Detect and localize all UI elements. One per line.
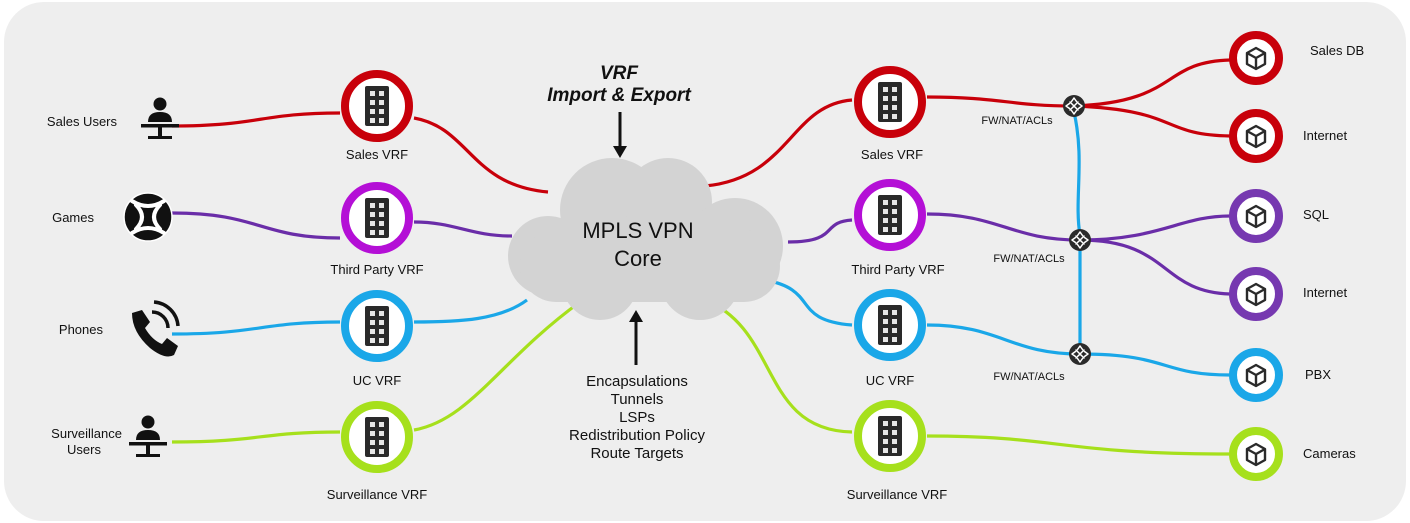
service-sql: SQL bbox=[1229, 189, 1329, 243]
link-core-right-sales-vrf bbox=[704, 98, 853, 188]
service-internet-2: Internet bbox=[1229, 267, 1347, 321]
right-vrf-surveillance: Surveillance VRF bbox=[847, 400, 947, 502]
firewall-sales: FW/NAT/ACLs bbox=[981, 94, 1086, 127]
right-vrf-third-party-label: Third Party VRF bbox=[851, 262, 944, 277]
left-vrf-sales-label: Sales VRF bbox=[346, 147, 408, 162]
feature-route-targets: Route Targets bbox=[590, 445, 683, 462]
building-icon bbox=[365, 306, 389, 346]
up-arrow bbox=[629, 310, 643, 365]
endpoint-games-label: Games bbox=[52, 210, 94, 225]
feature-encapsulations: Encapsulations bbox=[586, 373, 688, 390]
service-internet-1-label: Internet bbox=[1303, 128, 1347, 143]
left-vrf-surveillance: Surveillance VRF bbox=[327, 401, 427, 502]
phone-call-icon bbox=[132, 300, 180, 357]
xbox-icon bbox=[123, 192, 173, 242]
import-export-subtitle: Import & Export bbox=[547, 85, 691, 106]
service-internet-2-label: Internet bbox=[1303, 285, 1347, 300]
building-icon bbox=[878, 82, 902, 122]
right-vrf-uc: UC VRF bbox=[854, 289, 926, 388]
link-sales-users bbox=[171, 111, 341, 128]
link-left-thirdparty-vrf-core bbox=[413, 220, 513, 238]
link-games bbox=[171, 211, 341, 240]
right-vrf-sales: Sales VRF bbox=[854, 66, 926, 162]
building-icon bbox=[365, 86, 389, 126]
firewall-third-party: FW/NAT/ACLs bbox=[993, 228, 1092, 265]
endpoint-surveillance-users-label-2: Users bbox=[67, 442, 101, 457]
service-sales-db: Sales DB bbox=[1229, 31, 1364, 85]
link-fw-internet-2 bbox=[1079, 238, 1231, 296]
link-core-right-uc-vrf bbox=[764, 278, 853, 327]
service-cameras: Cameras bbox=[1229, 427, 1356, 481]
link-left-surv-vrf-core bbox=[413, 300, 581, 432]
endpoint-phones: Phones bbox=[59, 300, 180, 357]
link-phones bbox=[171, 320, 341, 336]
left-vrf-sales: Sales VRF bbox=[341, 70, 413, 162]
service-pbx-label: PBX bbox=[1305, 367, 1331, 382]
import-export-title: VRF bbox=[600, 63, 639, 84]
link-surveillance-users bbox=[171, 430, 341, 444]
feature-lsps: LSPs bbox=[619, 409, 655, 426]
left-vrf-surveillance-label: Surveillance VRF bbox=[327, 487, 427, 502]
firewall-sales-label: FW/NAT/ACLs bbox=[981, 115, 1053, 127]
right-vrf-uc-label: UC VRF bbox=[866, 373, 914, 388]
endpoint-surveillance-users: Surveillance Users bbox=[51, 415, 167, 457]
firewall-uc: FW/NAT/ACLs bbox=[993, 342, 1092, 383]
firewall-icon bbox=[1068, 228, 1092, 252]
right-vrf-sales-label: Sales VRF bbox=[861, 147, 923, 162]
link-core-right-surv-vrf bbox=[704, 298, 853, 434]
left-vrf-third-party: Third Party VRF bbox=[330, 182, 424, 277]
firewall-icon bbox=[1062, 94, 1086, 118]
link-fw-pbx bbox=[1079, 352, 1231, 377]
link-left-uc-vrf-core bbox=[413, 298, 528, 324]
right-vrf-surveillance-label: Surveillance VRF bbox=[847, 487, 947, 502]
right-vrf-third-party: Third Party VRF bbox=[851, 179, 945, 277]
left-vrf-uc: UC VRF bbox=[341, 290, 413, 388]
link-uc-vrf-fw bbox=[926, 323, 1081, 356]
service-internet-1: Internet bbox=[1229, 109, 1347, 163]
link-sales-vrf-fw bbox=[926, 95, 1075, 108]
building-icon bbox=[878, 416, 902, 456]
link-core-right-thirdparty-vrf bbox=[787, 218, 853, 244]
building-icon bbox=[365, 417, 389, 457]
link-thirdparty-vrf-fw bbox=[926, 212, 1081, 242]
service-sql-label: SQL bbox=[1303, 207, 1329, 222]
endpoint-sales-users: Sales Users bbox=[47, 97, 179, 139]
service-pbx: PBX bbox=[1229, 348, 1331, 402]
endpoint-games: Games bbox=[52, 192, 173, 242]
firewall-third-party-label: FW/NAT/ACLs bbox=[993, 253, 1065, 265]
service-sales-db-label: Sales DB bbox=[1310, 43, 1364, 58]
building-icon bbox=[878, 305, 902, 345]
core-features-list: Encapsulations Tunnels LSPs Redistributi… bbox=[569, 373, 705, 462]
cloud-title-line1: MPLS VPN bbox=[582, 218, 693, 243]
feature-redistribution-policy: Redistribution Policy bbox=[569, 427, 705, 444]
building-icon bbox=[365, 198, 389, 238]
link-fw-sales-db bbox=[1073, 58, 1231, 108]
firewall-icon bbox=[1068, 342, 1092, 366]
endpoint-sales-users-label: Sales Users bbox=[47, 114, 118, 129]
left-vrf-uc-label: UC VRF bbox=[353, 373, 401, 388]
mpls-cloud: MPLS VPN Core bbox=[508, 158, 783, 320]
link-surv-vrf-cameras bbox=[926, 434, 1231, 456]
endpoint-surveillance-users-label-1: Surveillance bbox=[51, 426, 122, 441]
feature-tunnels: Tunnels bbox=[611, 391, 664, 408]
down-arrow bbox=[613, 112, 627, 158]
building-icon bbox=[878, 195, 902, 235]
link-fw-internet-1 bbox=[1073, 104, 1231, 138]
endpoint-phones-label: Phones bbox=[59, 322, 104, 337]
left-vrf-third-party-label: Third Party VRF bbox=[330, 262, 423, 277]
cloud-title-line2: Core bbox=[614, 246, 662, 271]
link-left-sales-vrf-core bbox=[413, 116, 549, 194]
firewall-uc-label: FW/NAT/ACLs bbox=[993, 371, 1065, 383]
service-cameras-label: Cameras bbox=[1303, 446, 1356, 461]
link-fw-sql bbox=[1079, 214, 1231, 242]
